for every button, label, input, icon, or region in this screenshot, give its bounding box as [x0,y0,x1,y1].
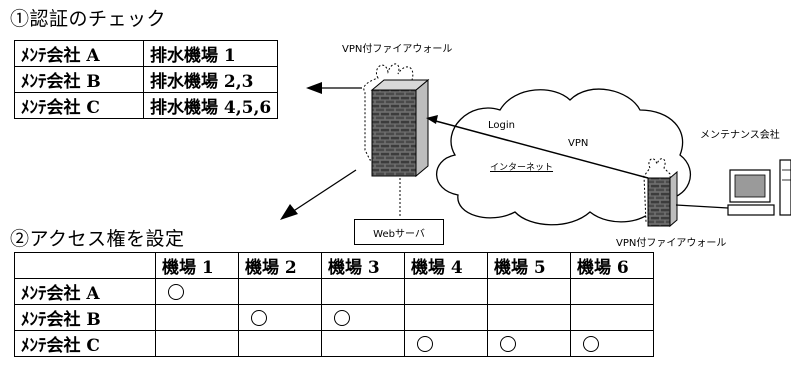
auth-company: ﾒﾝﾃ会社 A [14,40,144,67]
access-cell [570,278,654,305]
auth-section-title: ①認証のチェック [10,8,167,30]
access-cell [404,278,488,305]
access-company: ﾒﾝﾃ会社 B [14,304,156,331]
access-row: ﾒﾝﾃ会社 C [14,330,654,357]
access-row: ﾒﾝﾃ会社 A [14,278,654,305]
auth-row: ﾒﾝﾃ会社 C 排水機場 4,5,6 [14,92,279,119]
access-table: 機場 1 機場 2 機場 3 機場 4 機場 5 機場 6 ﾒﾝﾃ会社 A ﾒﾝ… [14,252,654,357]
access-granted-circle [168,284,184,300]
internet-cloud [435,88,691,226]
auth-row: ﾒﾝﾃ会社 A 排水機場 1 [14,40,279,67]
internet-label: インターネット [490,163,554,173]
access-header-row: 機場 1 機場 2 機場 3 機場 4 機場 5 機場 6 [14,252,654,279]
vpn-label: VPN [568,138,589,149]
auth-plants: 排水機場 2,3 [142,66,279,93]
access-cell [238,304,322,331]
web-server-label: Webサーバ [373,228,425,240]
access-cell [487,330,571,357]
access-cell [155,330,239,357]
access-cell [570,304,654,331]
access-column-header: 機場 3 [321,252,405,279]
access-cell [321,330,405,357]
maintenance-company-label: メンテナンス会社 [700,130,780,141]
access-granted-circle [251,310,267,326]
vpn-firewall-bottom-icon [643,158,678,228]
vpn-firewall-top-icon [363,63,430,178]
access-cell [404,330,488,357]
arrow-to-auth [306,82,362,94]
access-cell [321,304,405,331]
auth-table: ﾒﾝﾃ会社 A 排水機場 1 ﾒﾝﾃ会社 B 排水機場 2,3 ﾒﾝﾃ会社 C … [14,40,279,119]
access-cell [238,278,322,305]
access-column-header: 機場 2 [238,252,322,279]
access-cell [155,304,239,331]
auth-row: ﾒﾝﾃ会社 B 排水機場 2,3 [14,66,279,93]
auth-company: ﾒﾝﾃ会社 C [14,92,144,119]
access-section-title: ②アクセス権を設定 [10,228,185,250]
access-column-header: 機場 1 [155,252,239,279]
auth-plants: 排水機場 4,5,6 [142,92,279,119]
access-granted-circle [417,336,433,352]
pc-link [675,204,729,209]
access-column-header: 機場 6 [570,252,654,279]
access-cell [321,278,405,305]
auth-plants: 排水機場 1 [142,40,279,67]
access-granted-circle [583,336,599,352]
login-label: Login [488,120,515,131]
access-cell [404,304,488,331]
access-company: ﾒﾝﾃ会社 A [14,278,156,305]
web-server-box: Webサーバ [354,219,444,245]
arrow-to-access [280,169,357,220]
vpn-link-arrow [426,115,649,179]
access-row: ﾒﾝﾃ会社 B [14,304,654,331]
access-column-header: 機場 5 [487,252,571,279]
computer-icon [727,159,791,216]
access-cell [570,330,654,357]
access-column-header: 機場 4 [404,252,488,279]
access-company: ﾒﾝﾃ会社 C [14,330,156,357]
auth-company: ﾒﾝﾃ会社 B [14,66,144,93]
access-corner-cell [14,252,156,279]
access-cell [155,278,239,305]
access-granted-circle [334,310,350,326]
access-granted-circle [500,336,516,352]
access-cell [487,278,571,305]
access-cell [487,304,571,331]
vpn-firewall-top-label: VPN付ファイアウォール [342,44,453,55]
access-cell [238,330,322,357]
vpn-firewall-bottom-label: VPN付ファイアウォール [616,238,727,249]
